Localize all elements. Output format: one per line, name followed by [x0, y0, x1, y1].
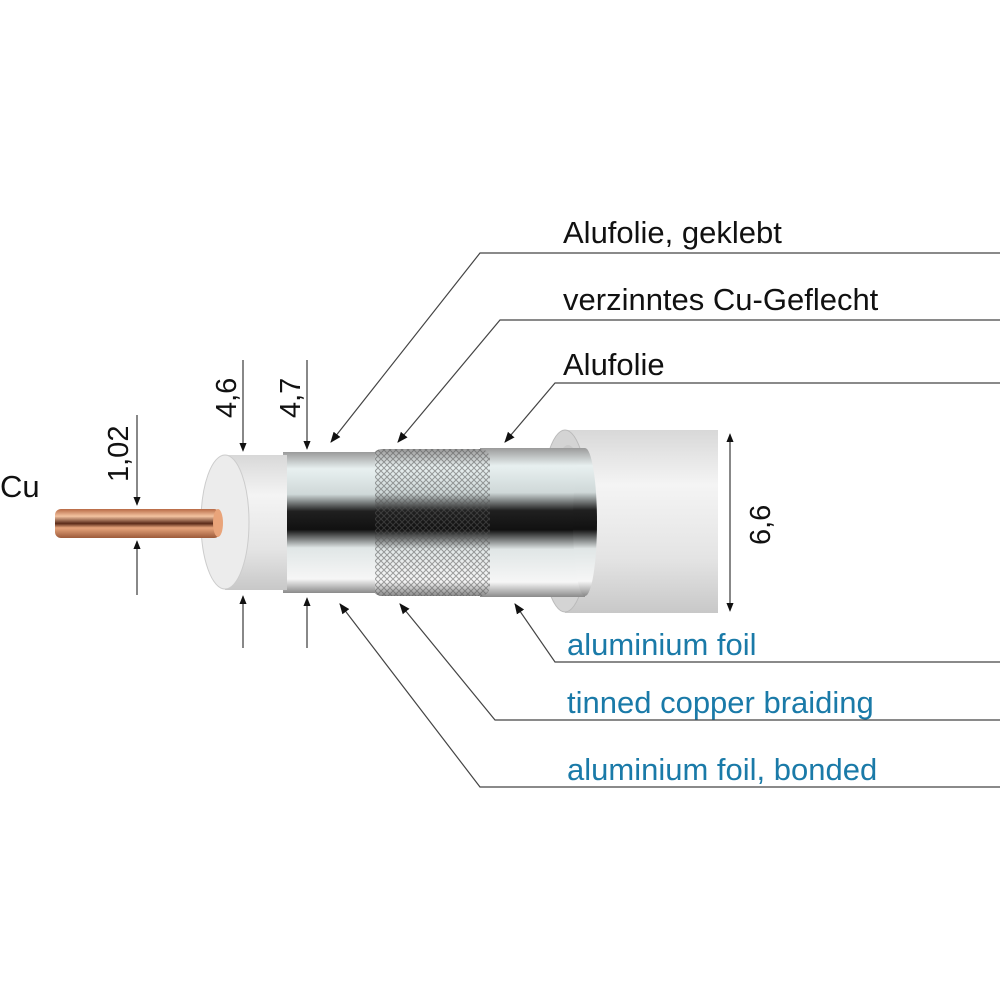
label-de-foil: Alufolie — [563, 347, 665, 382]
conductor-label: Cu — [0, 469, 40, 504]
leader-lines — [330, 252, 1000, 788]
copper-conductor — [55, 509, 223, 538]
dimension-label: 4,6 — [211, 378, 243, 418]
dimension-label: 6,6 — [745, 505, 777, 545]
dimension-foil: 4,7 — [275, 360, 311, 648]
label-de-braid: verzinntes Cu-Geflecht — [563, 282, 879, 317]
aluminium-foil-layer — [480, 448, 597, 597]
dimension-label: 4,7 — [275, 378, 307, 418]
copper-braid-layer — [372, 449, 490, 596]
label-de-bonded-foil: Alufolie, geklebt — [563, 215, 782, 250]
dimension-conductor: 1,02 — [103, 415, 141, 595]
label-en-bonded-foil: aluminium foil, bonded — [567, 752, 877, 787]
dimension-dielectric: 4,6 — [211, 360, 247, 648]
bonded-foil-layer — [283, 452, 375, 593]
dielectric — [200, 454, 287, 590]
dimension-label: 1,02 — [103, 426, 135, 482]
dimension-outer: 6,6 — [726, 433, 777, 612]
label-en-foil: aluminium foil — [567, 627, 757, 662]
label-en-braid: tinned copper braiding — [567, 685, 874, 720]
